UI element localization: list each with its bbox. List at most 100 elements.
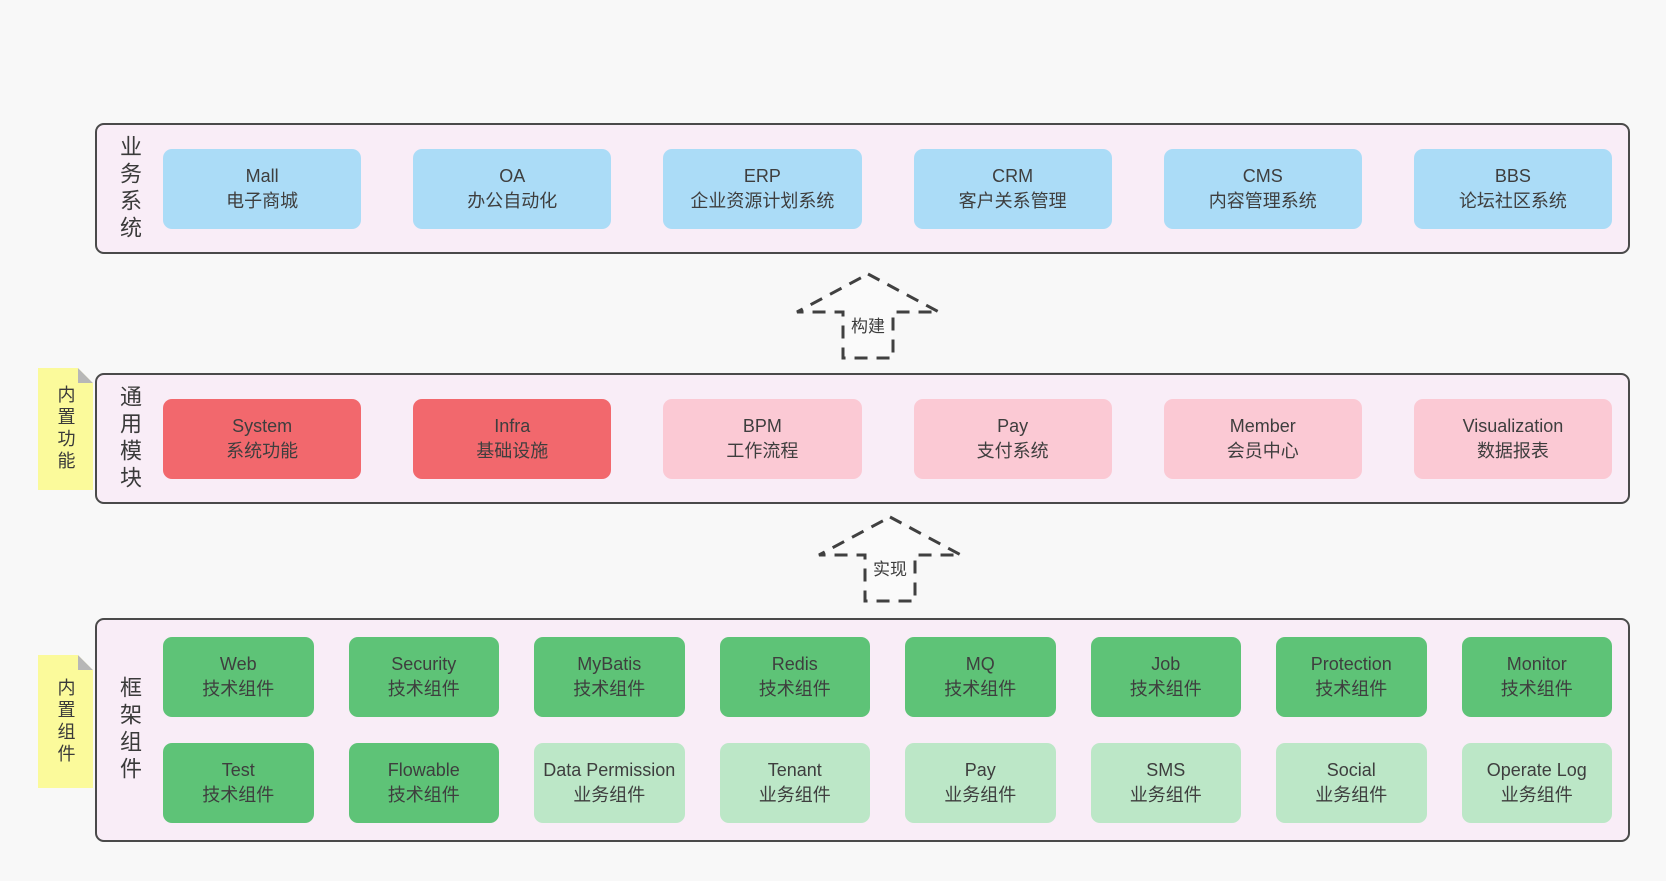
box-title: SMS bbox=[1146, 760, 1186, 781]
layer-label-business-systems: 业务系统 bbox=[117, 134, 142, 243]
box-title: ERP bbox=[743, 165, 781, 186]
sticky-note-text: 内置功能 bbox=[55, 385, 76, 473]
box-data-permission: Data Permission 业务组件 bbox=[534, 743, 685, 823]
framework-components-grid: Web 技术组件 Security 技术组件 MyBatis 技术组件 Redi… bbox=[157, 620, 1628, 840]
box-title: Tenant bbox=[767, 760, 822, 781]
box-title: CMS bbox=[1242, 165, 1283, 186]
box-subtitle: 企业资源计划系统 bbox=[690, 190, 835, 211]
box-title: CRM bbox=[992, 165, 1034, 186]
box-title: Data Permission bbox=[543, 760, 676, 781]
business-systems-row: Mall 电子商城 OA 办公自动化 ERP 企业资源计划系统 CRM 客户关系… bbox=[157, 125, 1628, 252]
box-title: Member bbox=[1229, 415, 1296, 436]
folded-corner-icon bbox=[78, 655, 93, 670]
box-bpm: BPM 工作流程 bbox=[663, 398, 862, 479]
box-subtitle: 论坛社区系统 bbox=[1458, 190, 1567, 211]
box-subtitle: 业务组件 bbox=[573, 785, 646, 805]
folded-corner-icon bbox=[78, 368, 93, 383]
sticky-note-builtin-components: 内置组件 bbox=[38, 655, 93, 788]
box-subtitle: 技术组件 bbox=[387, 679, 460, 699]
box-oa: OA 办公自动化 bbox=[413, 148, 612, 229]
box-subtitle: 数据报表 bbox=[1476, 440, 1549, 461]
box-system: System 系统功能 bbox=[163, 398, 362, 479]
box-sms: SMS 业务组件 bbox=[1090, 743, 1241, 823]
box-title: Social bbox=[1326, 760, 1376, 781]
box-subtitle: 办公自动化 bbox=[467, 190, 558, 211]
box-title: Redis bbox=[771, 654, 818, 675]
box-member: Member 会员中心 bbox=[1163, 398, 1362, 479]
box-pay-business: Pay 业务组件 bbox=[905, 743, 1056, 823]
box-tenant: Tenant 业务组件 bbox=[719, 743, 870, 823]
layer-label-framework-components: 框架组件 bbox=[117, 676, 142, 784]
box-title: Visualization bbox=[1462, 415, 1564, 436]
box-subtitle: 客户关系管理 bbox=[958, 190, 1067, 211]
box-title: Protection bbox=[1310, 654, 1392, 675]
box-erp: ERP 企业资源计划系统 bbox=[663, 148, 862, 229]
box-visualization: Visualization 数据报表 bbox=[1413, 398, 1613, 479]
common-modules-row: System 系统功能 Infra 基础设施 BPM 工作流程 Pay 支付系统… bbox=[157, 375, 1628, 502]
box-subtitle: 会员中心 bbox=[1226, 440, 1299, 461]
box-title: Flowable bbox=[387, 760, 460, 781]
box-title: Pay bbox=[997, 415, 1029, 436]
layer-label-common-modules: 通用模块 bbox=[117, 384, 142, 493]
box-bbs: BBS 论坛社区系统 bbox=[1413, 148, 1613, 229]
box-subtitle: 技术组件 bbox=[944, 679, 1017, 699]
box-subtitle: 技术组件 bbox=[1129, 679, 1202, 699]
box-title: Web bbox=[219, 654, 257, 675]
box-subtitle: 技术组件 bbox=[202, 679, 275, 699]
box-subtitle: 工作流程 bbox=[726, 440, 799, 461]
box-subtitle: 技术组件 bbox=[1500, 679, 1573, 699]
layer-business-systems: 业务系统 Mall 电子商城 OA 办公自动化 ERP 企业资源计划系统 CRM… bbox=[95, 123, 1630, 254]
box-title: Test bbox=[221, 760, 255, 781]
arrow-implement: 实现 bbox=[815, 515, 965, 603]
box-subtitle: 业务组件 bbox=[1500, 785, 1573, 805]
box-title: MQ bbox=[965, 654, 995, 675]
box-infra: Infra 基础设施 bbox=[413, 398, 612, 479]
box-subtitle: 业务组件 bbox=[1315, 785, 1388, 805]
box-subtitle: 业务组件 bbox=[758, 785, 831, 805]
box-subtitle: 电子商城 bbox=[226, 190, 299, 211]
box-subtitle: 系统功能 bbox=[226, 440, 299, 461]
box-title: System bbox=[232, 415, 293, 436]
box-title: Infra bbox=[494, 415, 531, 436]
layer-common-modules: 通用模块 System 系统功能 Infra 基础设施 BPM 工作流程 Pay… bbox=[95, 373, 1630, 504]
box-title: BBS bbox=[1494, 165, 1531, 186]
box-title: OA bbox=[499, 165, 526, 186]
box-job: Job 技术组件 bbox=[1090, 637, 1241, 717]
box-title: Security bbox=[391, 654, 457, 675]
box-title: Mall bbox=[245, 165, 279, 186]
box-operate-log: Operate Log 业务组件 bbox=[1461, 743, 1612, 823]
arrow-build: 构建 bbox=[793, 272, 943, 360]
box-title: BPM bbox=[742, 415, 782, 436]
box-title: Monitor bbox=[1506, 654, 1567, 675]
box-title: MyBatis bbox=[577, 654, 642, 675]
box-protection: Protection 技术组件 bbox=[1276, 637, 1427, 717]
box-subtitle: 基础设施 bbox=[476, 440, 549, 461]
box-subtitle: 技术组件 bbox=[202, 785, 275, 805]
box-web: Web 技术组件 bbox=[163, 637, 314, 717]
sticky-note-text: 内置组件 bbox=[55, 677, 76, 766]
box-mq: MQ 技术组件 bbox=[905, 637, 1056, 717]
box-subtitle: 支付系统 bbox=[976, 440, 1049, 461]
box-subtitle: 技术组件 bbox=[387, 785, 460, 805]
arrow-build-label: 构建 bbox=[848, 312, 888, 337]
box-title: Operate Log bbox=[1486, 760, 1587, 781]
box-redis: Redis 技术组件 bbox=[719, 637, 870, 717]
box-subtitle: 内容管理系统 bbox=[1208, 190, 1317, 211]
box-subtitle: 业务组件 bbox=[944, 785, 1017, 805]
box-monitor: Monitor 技术组件 bbox=[1461, 637, 1612, 717]
box-title: Pay bbox=[964, 760, 996, 781]
box-social: Social 业务组件 bbox=[1276, 743, 1427, 823]
arrow-implement-label: 实现 bbox=[870, 555, 910, 580]
box-subtitle: 技术组件 bbox=[573, 679, 646, 699]
box-flowable: Flowable 技术组件 bbox=[348, 743, 499, 823]
box-pay: Pay 支付系统 bbox=[913, 398, 1112, 479]
box-mall: Mall 电子商城 bbox=[163, 148, 362, 229]
sticky-note-builtin-features: 内置功能 bbox=[38, 368, 93, 490]
box-subtitle: 技术组件 bbox=[1315, 679, 1388, 699]
box-subtitle: 业务组件 bbox=[1129, 785, 1202, 805]
box-title: Job bbox=[1151, 654, 1181, 675]
box-cms: CMS 内容管理系统 bbox=[1163, 148, 1362, 229]
layer-framework-components: 框架组件 Web 技术组件 Security 技术组件 MyBatis 技术组件… bbox=[95, 618, 1630, 842]
box-test: Test 技术组件 bbox=[163, 743, 314, 823]
